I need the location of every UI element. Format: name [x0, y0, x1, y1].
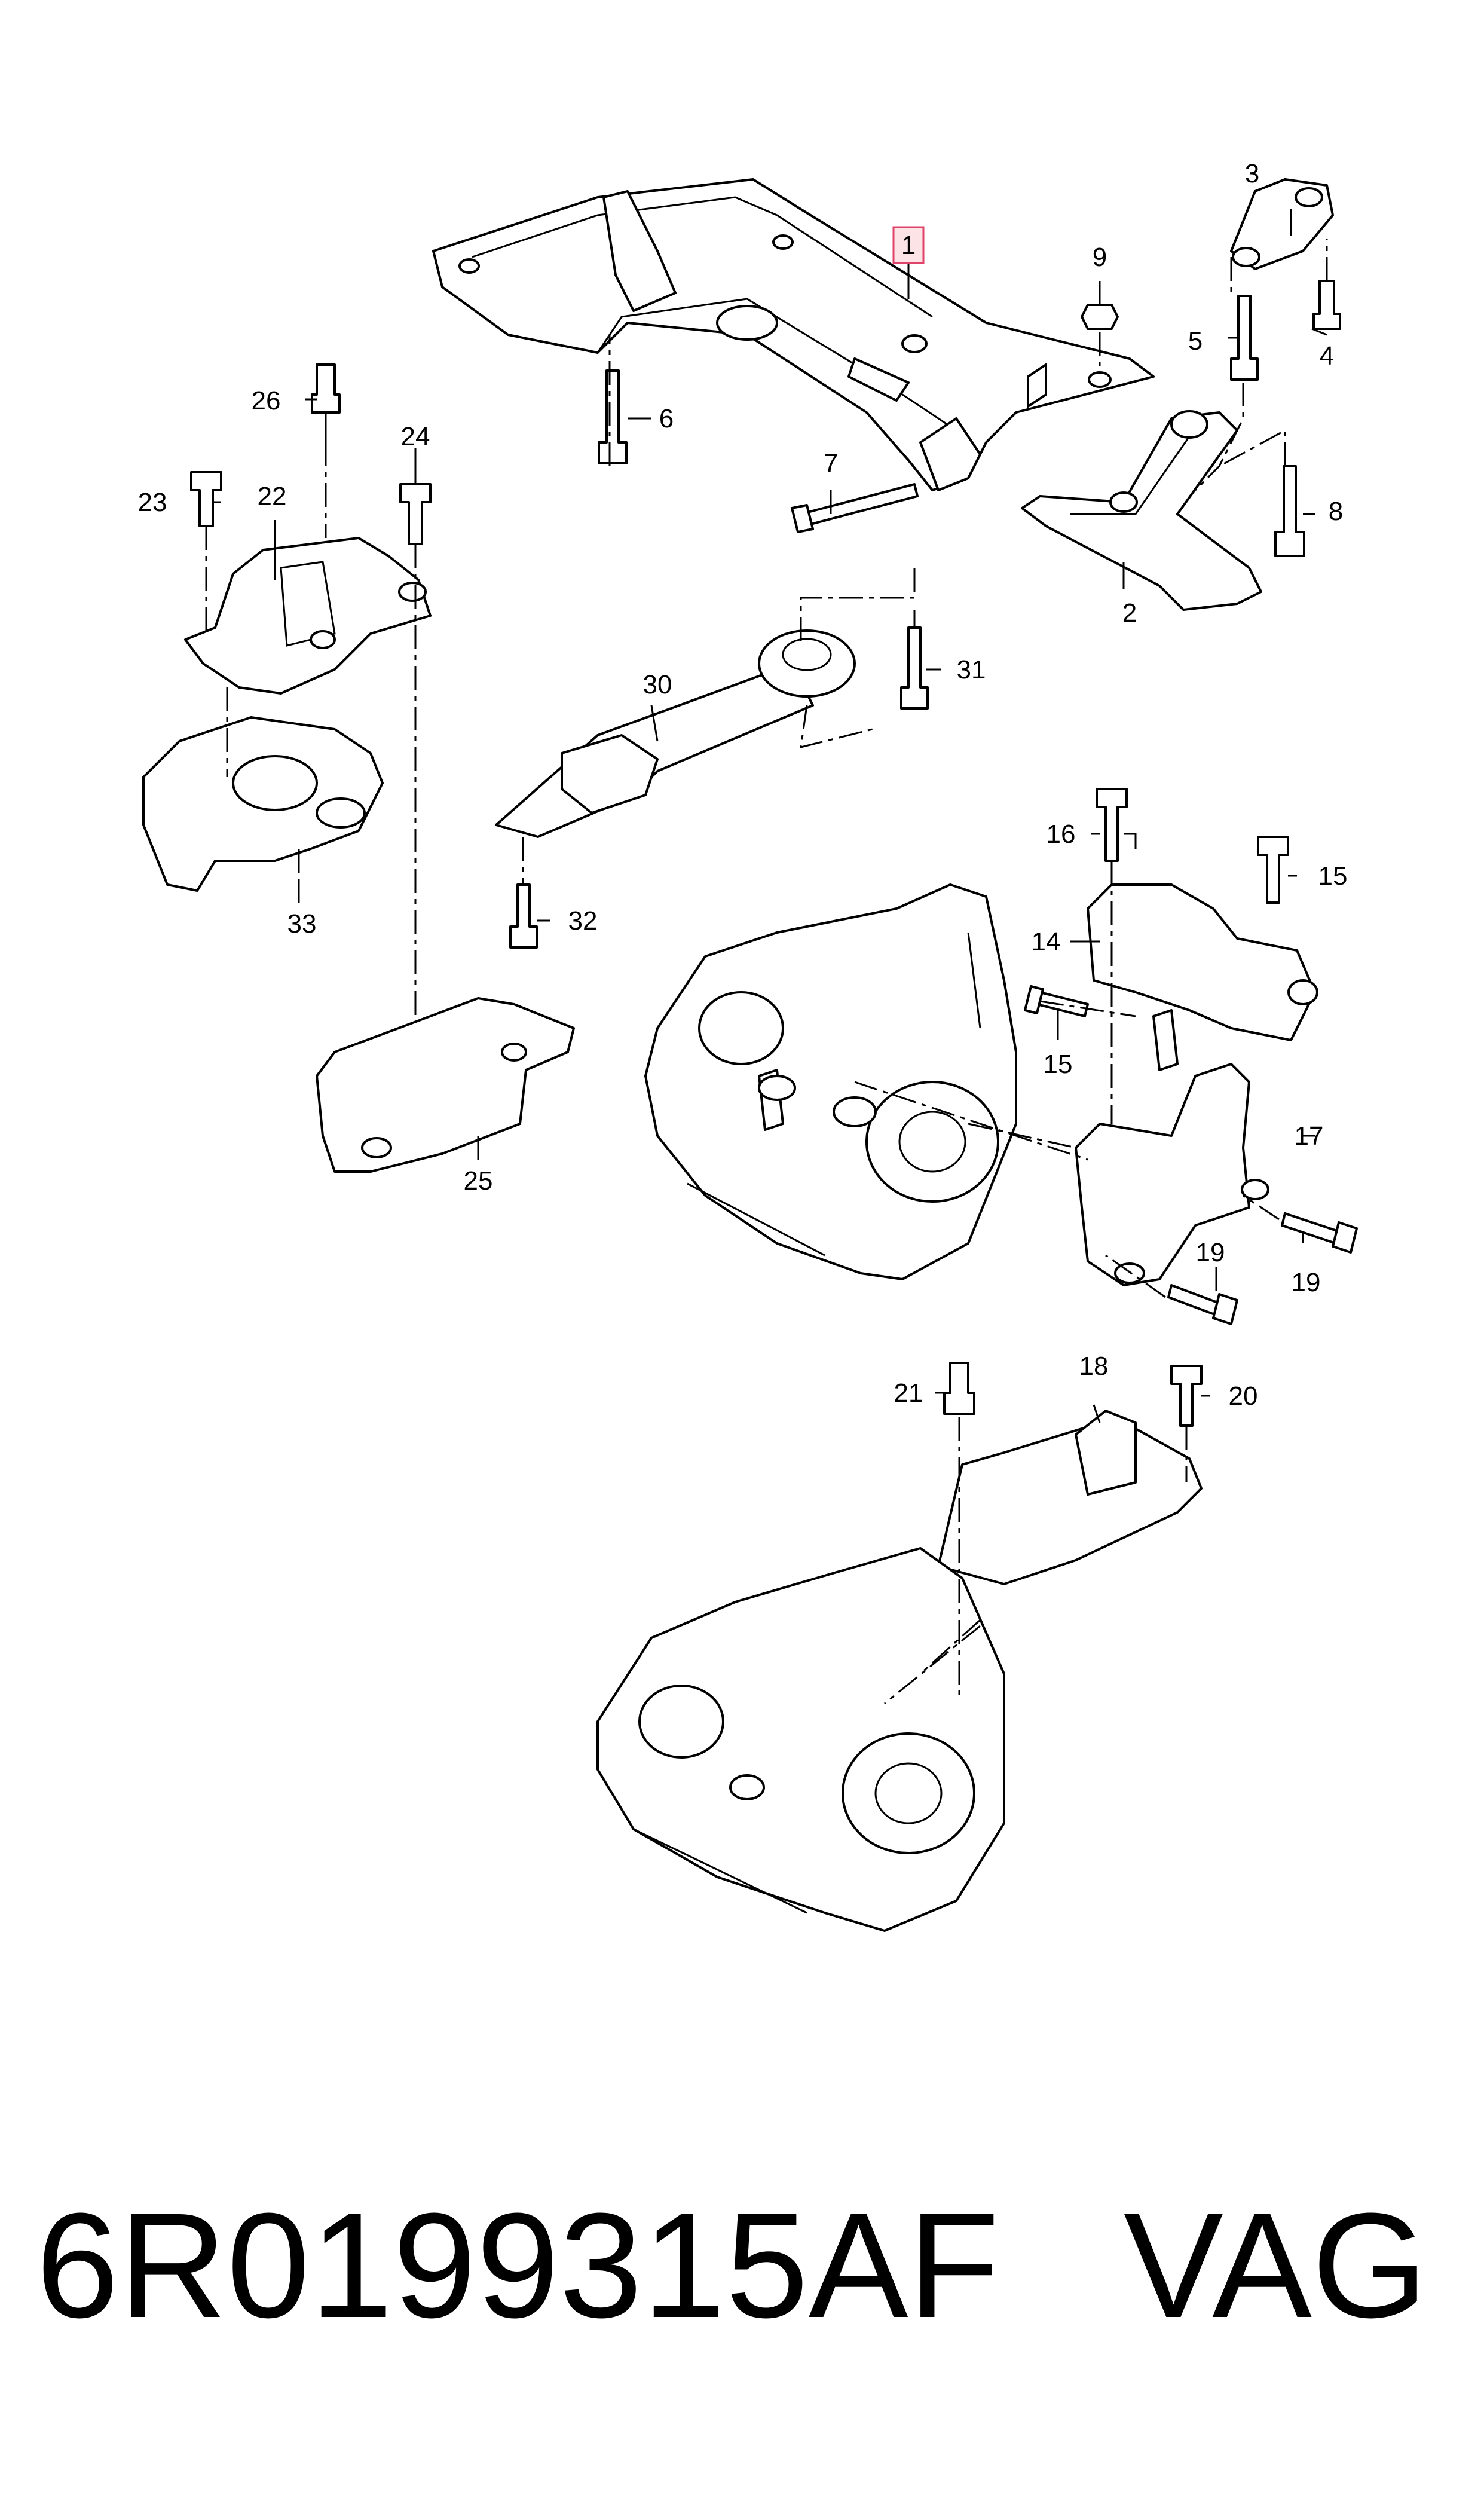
- callout-4: 4: [1320, 341, 1334, 371]
- callout-5: 5: [1188, 326, 1203, 356]
- engine-mount-part-22: [184, 537, 432, 695]
- callout-26: 26: [252, 386, 281, 415]
- callout-32: 32: [568, 906, 598, 936]
- callout-1-highlight: [892, 226, 925, 264]
- callout-15-right: 15: [1318, 861, 1348, 891]
- callout-2: 2: [1122, 598, 1137, 628]
- callout-23: 23: [138, 488, 167, 517]
- callout-33: 33: [287, 909, 317, 938]
- callout-6: 6: [659, 404, 674, 433]
- assembly-lines: [205, 239, 1328, 1705]
- control-arm-part: [1021, 410, 1262, 611]
- callout-21: 21: [894, 1378, 923, 1408]
- callout-8: 8: [1329, 497, 1343, 526]
- callout-25: 25: [464, 1166, 493, 1196]
- callout-22: 22: [258, 482, 287, 511]
- callout-16: 16: [1047, 820, 1076, 849]
- callout-18: 18: [1079, 1352, 1109, 1381]
- callout-3: 3: [1245, 159, 1259, 188]
- callout-17: 17: [1295, 1121, 1324, 1151]
- gearbox-bracket-part-17: [1075, 1063, 1269, 1286]
- heat-shield-part-33: [142, 716, 384, 892]
- callouts: 1 2 3 4 5 6 7 8 9 14 15 15 16 17 18 19 1…: [138, 159, 1348, 1411]
- callout-24: 24: [401, 422, 430, 451]
- part-number-label: 6R0199315AF: [36, 2182, 1000, 2349]
- gearbox-lower: [596, 1547, 1005, 1932]
- bracket-part-3: [1230, 178, 1334, 270]
- callout-31: 31: [957, 655, 986, 684]
- callout-15-left: 15: [1044, 1050, 1073, 1079]
- gearbox-upper: [644, 883, 1017, 1280]
- bracket-part-25: [316, 997, 575, 1173]
- callout-30: 30: [643, 670, 672, 699]
- callout-9: 9: [1093, 243, 1107, 272]
- callout-1: 1: [901, 231, 916, 260]
- callout-19-bottom: 19: [1196, 1238, 1225, 1267]
- gearbox-mount-part-14: [1087, 883, 1318, 1071]
- subframe-part: [432, 178, 1155, 491]
- callout-7: 7: [824, 449, 838, 478]
- callout-19-right: 19: [1292, 1268, 1321, 1297]
- brand-label: VAG: [1124, 2182, 1428, 2349]
- gearbox-mount-part-18: [937, 1410, 1203, 1585]
- callout-14: 14: [1032, 927, 1061, 956]
- callout-20: 20: [1229, 1381, 1258, 1411]
- torque-rod-part-30: [495, 629, 856, 838]
- diagram-svg: 1 2 3 4 5 6 7 8 9 14 15 15 16 17 18 19 1…: [138, 159, 1358, 1932]
- bolts: [190, 280, 1358, 1427]
